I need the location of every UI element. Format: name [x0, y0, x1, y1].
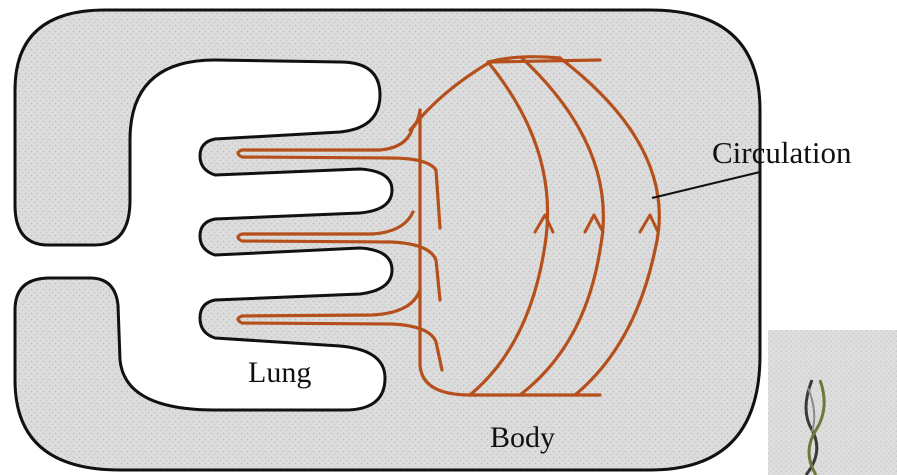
adjacent-figure-fragment — [768, 330, 897, 475]
organism-body — [15, 10, 760, 470]
adjacent-figure-background — [768, 330, 897, 475]
label-body: Body — [490, 421, 555, 454]
label-circulation: Circulation — [712, 135, 852, 170]
label-lung: Lung — [248, 356, 311, 389]
